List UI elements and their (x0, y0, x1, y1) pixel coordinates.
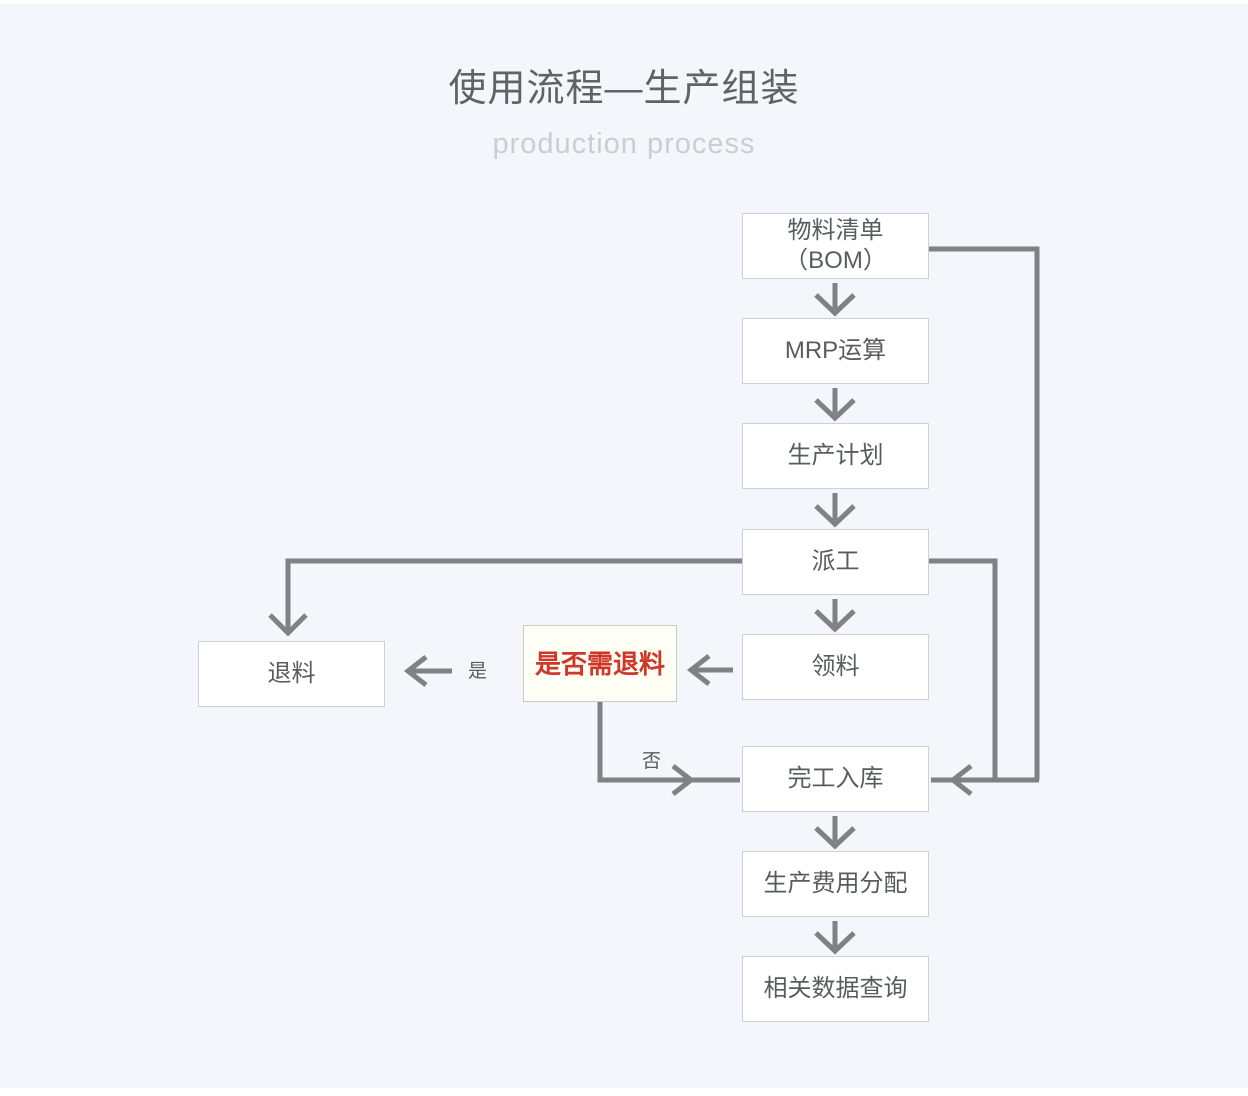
flow-node-cost-allocation: 生产费用分配 (742, 851, 929, 917)
flow-node-dispatch: 派工 (742, 529, 929, 595)
flow-node-cost-allocation-label: 生产费用分配 (763, 870, 908, 897)
arrow-down-finish-to-cost (814, 816, 856, 850)
flow-node-finish-warehousing-label: 完工入库 (787, 765, 884, 792)
arrow-no-decision-to-finish (597, 702, 740, 796)
flow-node-material-return-label: 退料 (267, 660, 316, 687)
arrow-down-cost-to-query (814, 921, 856, 955)
arrow-left-decision-to-return (403, 655, 452, 687)
flow-node-material-pick-label: 领料 (811, 653, 860, 680)
flow-node-dispatch-label: 派工 (811, 548, 860, 575)
flowchart-canvas: 使用流程—生产组装 production process (0, 4, 1248, 1088)
flow-node-return-decision-label: 是否需退料 (534, 648, 665, 679)
arrow-down-dispatch-to-pick (814, 599, 856, 633)
flow-node-mrp: MRP运算 (742, 318, 929, 384)
flow-node-data-query-label: 相关数据查询 (763, 975, 908, 1002)
line-bom-right-route (928, 246, 1040, 780)
connector-layer (268, 246, 1040, 955)
page-subtitle: production process (492, 128, 756, 160)
page-title: 使用流程—生产组装 (448, 68, 800, 110)
flow-node-mrp-label: MRP运算 (784, 337, 887, 364)
flow-node-bom: 物料清单 （BOM） (742, 213, 929, 279)
arrow-left-pick-to-decision (686, 654, 733, 686)
edge-label-no: 否 (642, 751, 662, 772)
flow-node-return-decision: 是否需退料 (523, 625, 677, 702)
flow-node-data-query: 相关数据查询 (742, 956, 929, 1022)
flow-node-production-plan: 生产计划 (742, 423, 929, 489)
arrow-down-plan-to-dispatch (814, 493, 856, 528)
arrow-dispatch-to-return (268, 558, 742, 637)
arrow-down-bom-to-mrp (814, 283, 856, 317)
flow-node-finish-warehousing: 完工入库 (742, 746, 929, 812)
arrow-left-into-finish (931, 764, 1039, 796)
line-dispatch-right-route (928, 558, 998, 780)
flow-node-production-plan-label: 生产计划 (787, 442, 884, 469)
arrow-down-mrp-to-plan (814, 388, 856, 422)
flow-node-material-pick: 领料 (742, 634, 929, 700)
flow-node-bom-label: 物料清单 （BOM） (784, 217, 887, 274)
flow-node-material-return: 退料 (198, 641, 385, 707)
edge-label-yes: 是 (468, 661, 488, 682)
